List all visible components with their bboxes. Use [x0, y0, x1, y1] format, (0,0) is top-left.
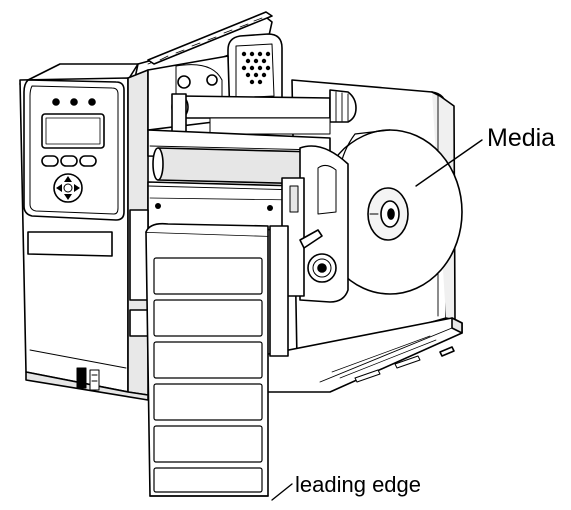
printhead-assembly: [129, 129, 349, 357]
leading-edge-callout-label: leading edge: [295, 472, 422, 497]
status-led: [88, 98, 96, 106]
status-led: [70, 98, 78, 106]
leading-edge-leader-line: [271, 483, 293, 501]
status-led: [52, 98, 60, 106]
media-callout-label: Media: [487, 124, 556, 152]
label-strip: [145, 222, 269, 497]
ribbon-spindle: [171, 89, 357, 143]
nav-keypad: [41, 155, 97, 203]
media-leader-line: [415, 139, 483, 187]
control-panel: [41, 98, 105, 203]
